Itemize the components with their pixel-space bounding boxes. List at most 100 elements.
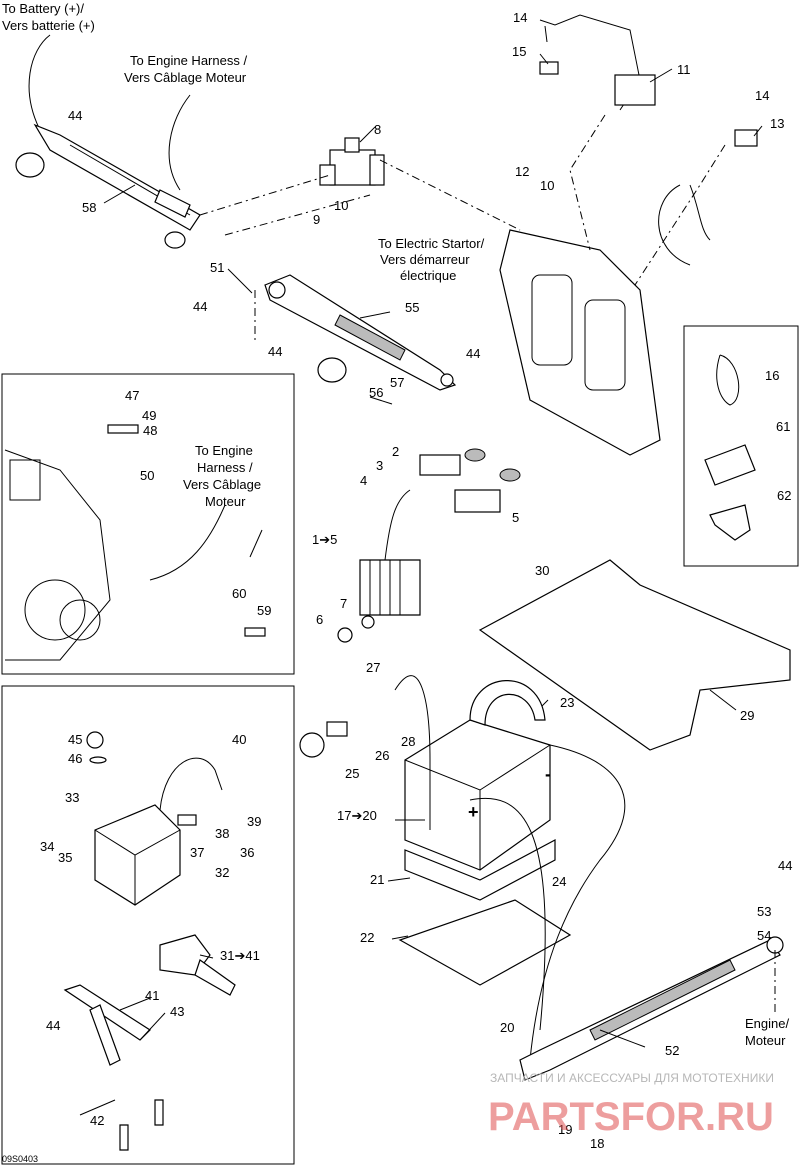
part-label: 19 (558, 1122, 572, 1137)
part-label: 60 (232, 586, 246, 601)
caption-engine: Engine/ Moteur (745, 1016, 789, 1048)
part-label: 26 (375, 748, 389, 763)
plate-29 (478, 559, 791, 751)
part-label: 58 (82, 200, 96, 215)
svg-text:To Engine Harness /: To Engine Harness / (130, 53, 247, 68)
part-label: 41 (145, 988, 159, 1003)
part-label: 27 (366, 660, 380, 675)
part-label: 57 (390, 375, 404, 390)
leader-dash-3 (569, 114, 726, 286)
part-label: 1➔5 (312, 532, 337, 547)
svg-text:Vers batterie (+): Vers batterie (+) (2, 18, 95, 33)
part-label: 62 (777, 488, 791, 503)
leader-lines (79, 25, 763, 1116)
part-label: 44 (268, 344, 282, 359)
part-label: 16 (765, 368, 779, 383)
part-label: 5 (512, 510, 519, 525)
caption-engine-harness-left: To Engine Harness / Vers Câblage Moteur (183, 443, 261, 509)
part-label: 37 (190, 845, 204, 860)
caption-battery: To Battery (+)/ Vers batterie (+) (2, 1, 95, 33)
terminal-boot (15, 152, 45, 178)
inset-box-ignition (1, 685, 295, 1165)
elbow-25 (299, 732, 325, 758)
clip-16 (716, 354, 740, 406)
washer-46 (89, 756, 107, 764)
vent-tube-27 (394, 675, 431, 830)
part-label: 56 (369, 385, 383, 400)
svg-text:To Engine: To Engine (195, 443, 253, 458)
caption-engine-harness-top: To Engine Harness / Vers Câblage Moteur (124, 53, 247, 85)
engine-sketch (4, 449, 226, 661)
part-label: 32 (215, 865, 229, 880)
part-label: 34 (40, 839, 54, 854)
part-label: 10 (334, 198, 348, 213)
part-label: 2 (392, 444, 399, 459)
part-label: 61 (776, 419, 790, 434)
svg-text:Engine/: Engine/ (745, 1016, 789, 1031)
part-label: 10 (540, 178, 554, 193)
part-label: 44 (46, 1018, 60, 1033)
part-label: 55 (405, 300, 419, 315)
part-label: 15 (512, 44, 526, 59)
part-label: 17➔20 (337, 808, 377, 823)
part-label: 14 (513, 10, 527, 25)
ground-wire-40 (159, 757, 223, 811)
svg-text:électrique: électrique (400, 268, 456, 283)
clip-13 (734, 129, 758, 147)
part-label: 3 (376, 458, 383, 473)
part-label: 44 (193, 299, 207, 314)
screw-45 (86, 731, 104, 749)
part-label: 38 (215, 826, 229, 841)
part-label: 22 (360, 930, 374, 945)
washer-7 (361, 615, 375, 629)
svg-text:To Electric Startor/: To Electric Startor/ (378, 236, 485, 251)
part-label: 48 (143, 423, 157, 438)
inset-box-clips (683, 325, 799, 567)
part-label: 4 (360, 473, 367, 488)
part-label: 59 (257, 603, 271, 618)
part-label: 44 (778, 858, 792, 873)
fitting-26 (326, 721, 348, 737)
battery-cable-minus (529, 744, 626, 1061)
ignition-coil-31 (159, 934, 236, 996)
part-label: 42 (90, 1113, 104, 1128)
part-label: 12 (515, 164, 529, 179)
part-label: 54 (757, 928, 771, 943)
inset-box-engine (1, 373, 295, 675)
cable-58 (28, 34, 201, 231)
svg-text:Vers démarreur: Vers démarreur (380, 252, 470, 267)
part-label: 24 (552, 874, 566, 889)
part-label: 52 (665, 1043, 679, 1058)
part-label: 40 (232, 732, 246, 747)
part-label: 47 (125, 388, 139, 403)
part-label: 33 (65, 790, 79, 805)
part-label: 45 (68, 732, 82, 747)
terminal-boot-2 (317, 357, 347, 383)
nut-6 (337, 627, 353, 643)
part-label: 23 (560, 695, 574, 710)
battery-assembly (398, 680, 572, 986)
battery-cable-plus (469, 797, 546, 1031)
part-label: 44 (466, 346, 480, 361)
svg-text:Moteur: Moteur (745, 1033, 786, 1048)
part-label: 50 (140, 468, 154, 483)
part-label: 20 (500, 1020, 514, 1035)
part-label: 18 (590, 1136, 604, 1151)
part-label: 51 (210, 260, 224, 275)
bracket-62 (709, 504, 751, 541)
part-label: 31➔41 (220, 948, 260, 963)
part-label: 14 (755, 88, 769, 103)
cable-52 (519, 936, 784, 1081)
nut-51 (164, 231, 186, 249)
part-label: 28 (401, 734, 415, 749)
part-label: 39 (247, 814, 261, 829)
watermark-line2: PARTSFOR.RU (488, 1095, 774, 1139)
drawing-code: 09S0403 (2, 1154, 38, 1164)
svg-text:Harness /: Harness / (197, 460, 253, 475)
battery-plus-symbol: + (468, 802, 479, 822)
part-callouts: 1➔52345678910101112131414151617➔20181920… (40, 10, 792, 1151)
part-label: 46 (68, 751, 82, 766)
solenoid-8 (319, 137, 385, 186)
bolt-37 (177, 814, 197, 826)
